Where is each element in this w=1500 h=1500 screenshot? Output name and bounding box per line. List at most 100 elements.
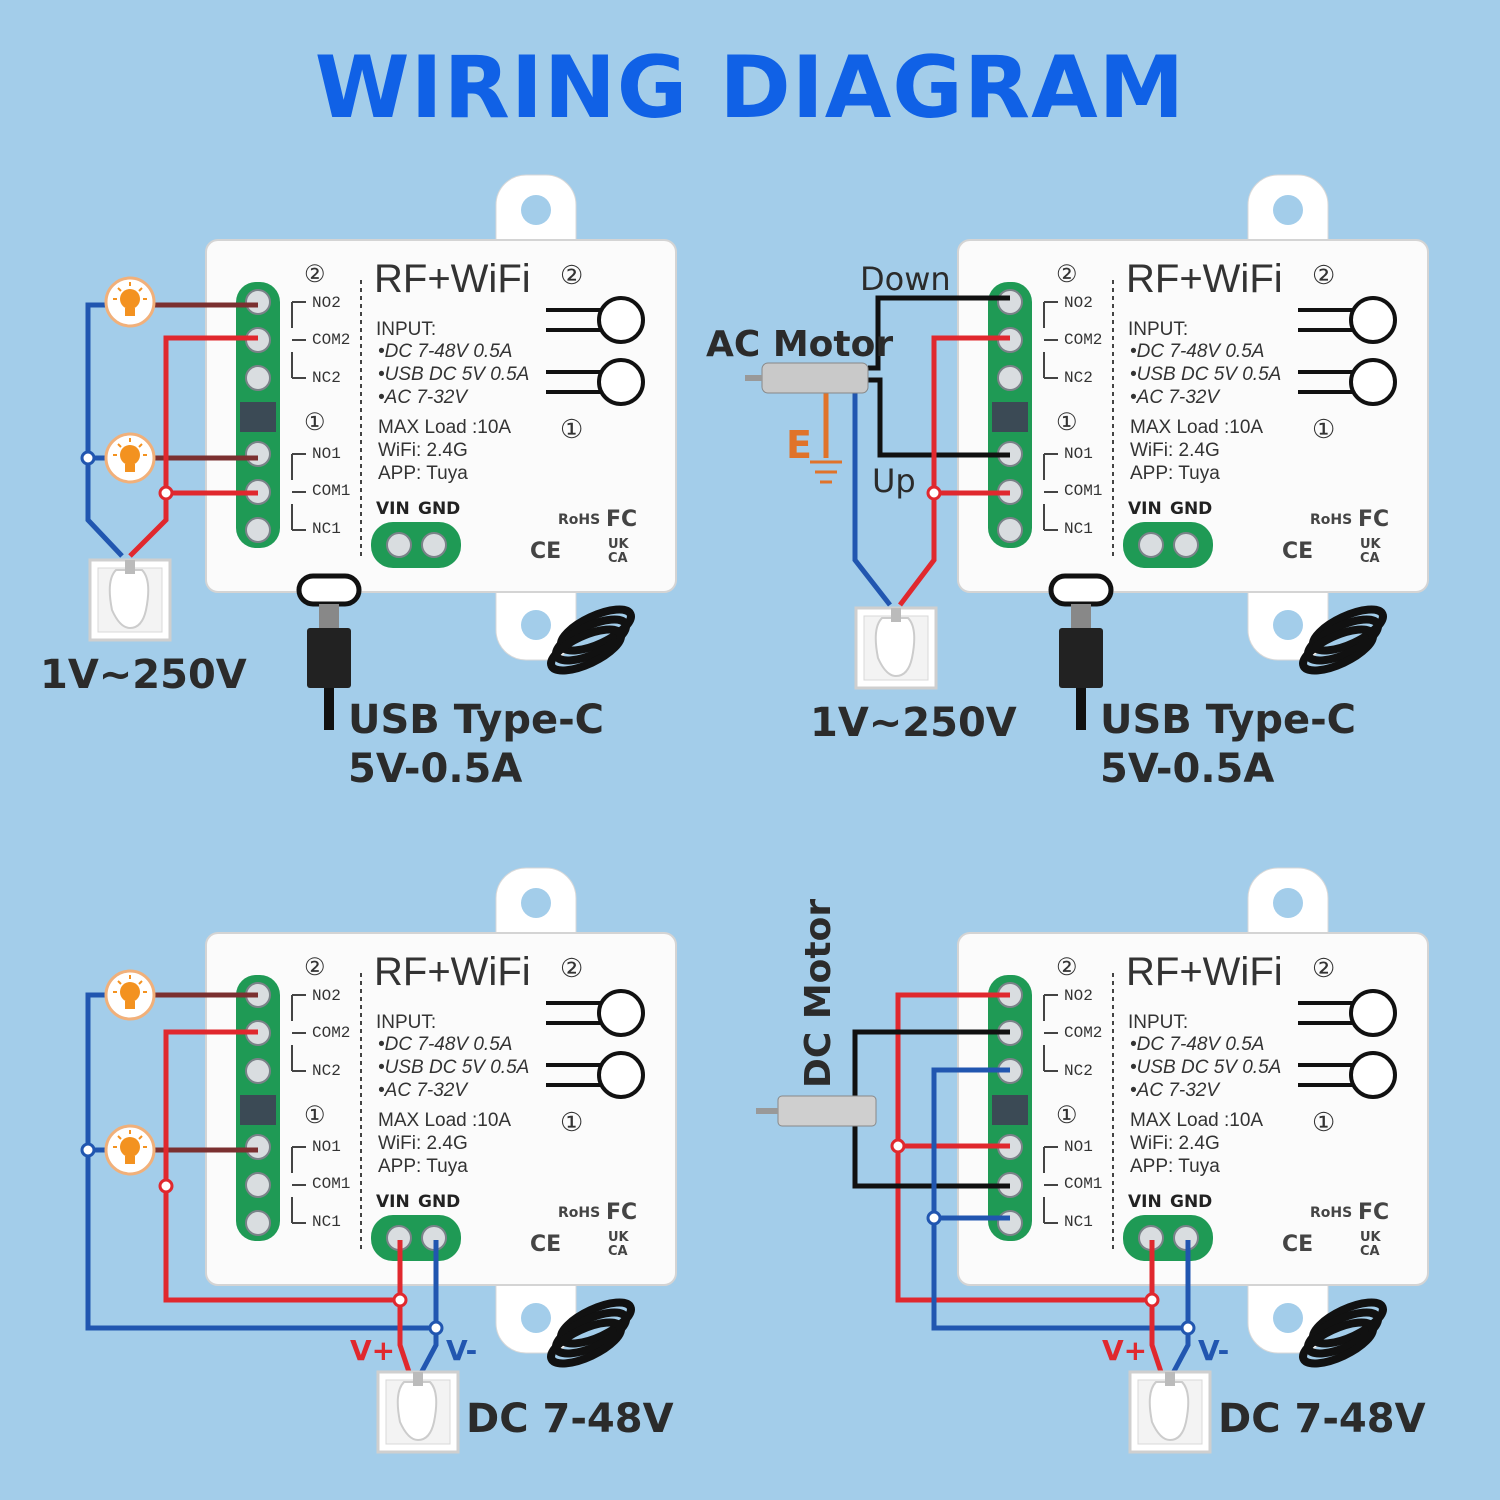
input-line: •DC 7-48V 0.5A bbox=[1130, 341, 1264, 362]
max-load-label: MAX Load :10A bbox=[378, 1110, 511, 1131]
channel-mark: ② bbox=[304, 954, 326, 981]
max-load-label: MAX Load :10A bbox=[1130, 417, 1263, 438]
max-load-label: MAX Load :10A bbox=[378, 417, 511, 438]
wires bbox=[85, 992, 439, 1377]
input-line: •DC 7-48V 0.5A bbox=[378, 1034, 512, 1055]
terminal-label: NO1 bbox=[1064, 445, 1093, 463]
up-label: Up bbox=[872, 462, 916, 500]
input-label: INPUT: bbox=[1128, 1012, 1188, 1033]
terminal-label: NO2 bbox=[312, 294, 341, 312]
terminal-label: NO1 bbox=[1064, 1138, 1093, 1156]
usb-label: USB Type-C bbox=[348, 697, 604, 743]
channel-mark: ① bbox=[560, 414, 583, 444]
terminal-label: NO2 bbox=[1064, 987, 1093, 1005]
supply-label: 1V~250V bbox=[810, 700, 1017, 746]
fc-mark: FC bbox=[1358, 1200, 1389, 1225]
app-label: APP: Tuya bbox=[1130, 1156, 1220, 1177]
input-line: •USB DC 5V 0.5A bbox=[1130, 364, 1281, 385]
rohs-mark: RoHS bbox=[558, 512, 600, 528]
vplus-label: V+ bbox=[1102, 1334, 1147, 1367]
vin-label: VIN bbox=[1128, 1192, 1162, 1212]
ukca-mark: CA bbox=[1360, 551, 1380, 566]
fc-mark: FC bbox=[606, 507, 637, 532]
dc-motor-icon bbox=[756, 1095, 877, 1127]
channel-mark: ① bbox=[304, 409, 326, 436]
motor-label: DC Motor bbox=[798, 899, 839, 1088]
channel-mark: ② bbox=[1056, 261, 1078, 288]
ukca-mark: UK bbox=[1360, 1230, 1382, 1245]
terminal-label: COM1 bbox=[312, 482, 350, 500]
channel-mark: ② bbox=[1312, 260, 1335, 290]
panel-bottom-right: DC Motor V+ V- DC 7-48V RF+WiFiINPUT:•DC… bbox=[756, 868, 1428, 1454]
terminal-label: NC2 bbox=[1064, 1062, 1093, 1080]
channel-mark: ① bbox=[1312, 1107, 1335, 1137]
ce-mark: CE bbox=[1282, 539, 1313, 564]
input-label: INPUT: bbox=[376, 319, 436, 340]
terminal-label: NO2 bbox=[1064, 294, 1093, 312]
power-plug-icon bbox=[1128, 1370, 1212, 1454]
power-plug-icon bbox=[376, 1370, 460, 1454]
ukca-mark: UK bbox=[1360, 537, 1382, 552]
lamp-icon bbox=[104, 432, 156, 484]
panel-top-left: 1V~250V USB Type-C 5V-0.5A RF+WiFiINPUT:… bbox=[40, 175, 676, 792]
lamp-icon bbox=[104, 276, 156, 328]
vin-label: VIN bbox=[376, 499, 410, 519]
gnd-label: GND bbox=[418, 499, 460, 519]
input-label: INPUT: bbox=[376, 1012, 436, 1033]
ac-motor-icon bbox=[745, 362, 869, 394]
power-plug-icon bbox=[854, 606, 938, 690]
rohs-mark: RoHS bbox=[1310, 512, 1352, 528]
terminal-label: COM2 bbox=[312, 1024, 350, 1042]
terminal-label: COM1 bbox=[1064, 482, 1102, 500]
motor-label: AC Motor bbox=[706, 324, 893, 365]
input-line: •AC 7-32V bbox=[378, 1080, 469, 1101]
channel-mark: ① bbox=[1056, 409, 1078, 436]
fc-mark: FC bbox=[1358, 507, 1389, 532]
supply-label: DC 7-48V bbox=[466, 1396, 674, 1442]
input-line: •AC 7-32V bbox=[1130, 1080, 1221, 1101]
terminal-label: COM1 bbox=[312, 1175, 350, 1193]
ukca-mark: CA bbox=[608, 1244, 628, 1259]
vin-label: VIN bbox=[376, 1192, 410, 1212]
ce-mark: CE bbox=[1282, 1232, 1313, 1257]
input-line: •DC 7-48V 0.5A bbox=[378, 341, 512, 362]
panel-top-right: AC Motor Down Up E 1V~250V USB Type-C 5V… bbox=[706, 175, 1428, 792]
supply-label: DC 7-48V bbox=[1218, 1396, 1426, 1442]
channel-mark: ② bbox=[560, 953, 583, 983]
brand-label: RF+WiFi bbox=[374, 950, 531, 994]
wifi-label: WiFi: 2.4G bbox=[1130, 1133, 1220, 1154]
terminal-label: NO1 bbox=[312, 445, 341, 463]
ukca-mark: UK bbox=[608, 1230, 630, 1245]
brand-label: RF+WiFi bbox=[374, 257, 531, 301]
terminal-label: NC1 bbox=[312, 1213, 341, 1231]
ukca-mark: CA bbox=[1360, 1244, 1380, 1259]
brand-label: RF+WiFi bbox=[1126, 950, 1283, 994]
terminal-label: COM1 bbox=[1064, 1175, 1102, 1193]
lamp-icon bbox=[104, 969, 156, 1021]
wifi-label: WiFi: 2.4G bbox=[378, 1133, 468, 1154]
channel-mark: ② bbox=[560, 260, 583, 290]
wires bbox=[810, 295, 1010, 607]
terminal-label: NC1 bbox=[1064, 1213, 1093, 1231]
usb-label: USB Type-C bbox=[1100, 697, 1356, 743]
wifi-label: WiFi: 2.4G bbox=[1130, 440, 1220, 461]
terminal-label: NC2 bbox=[312, 1062, 341, 1080]
terminal-label: NO1 bbox=[312, 1138, 341, 1156]
terminal-label: NC1 bbox=[312, 520, 341, 538]
terminal-label: NC2 bbox=[1064, 369, 1093, 387]
rohs-mark: RoHS bbox=[1310, 1205, 1352, 1221]
channel-mark: ① bbox=[1312, 414, 1335, 444]
page-title: WIRING DIAGRAM bbox=[314, 38, 1186, 138]
brand-label: RF+WiFi bbox=[1126, 257, 1283, 301]
terminal-label: COM2 bbox=[312, 331, 350, 349]
input-line: •USB DC 5V 0.5A bbox=[378, 1057, 529, 1078]
vplus-label: V+ bbox=[350, 1334, 395, 1367]
input-label: INPUT: bbox=[1128, 319, 1188, 340]
terminal-label: NC2 bbox=[312, 369, 341, 387]
